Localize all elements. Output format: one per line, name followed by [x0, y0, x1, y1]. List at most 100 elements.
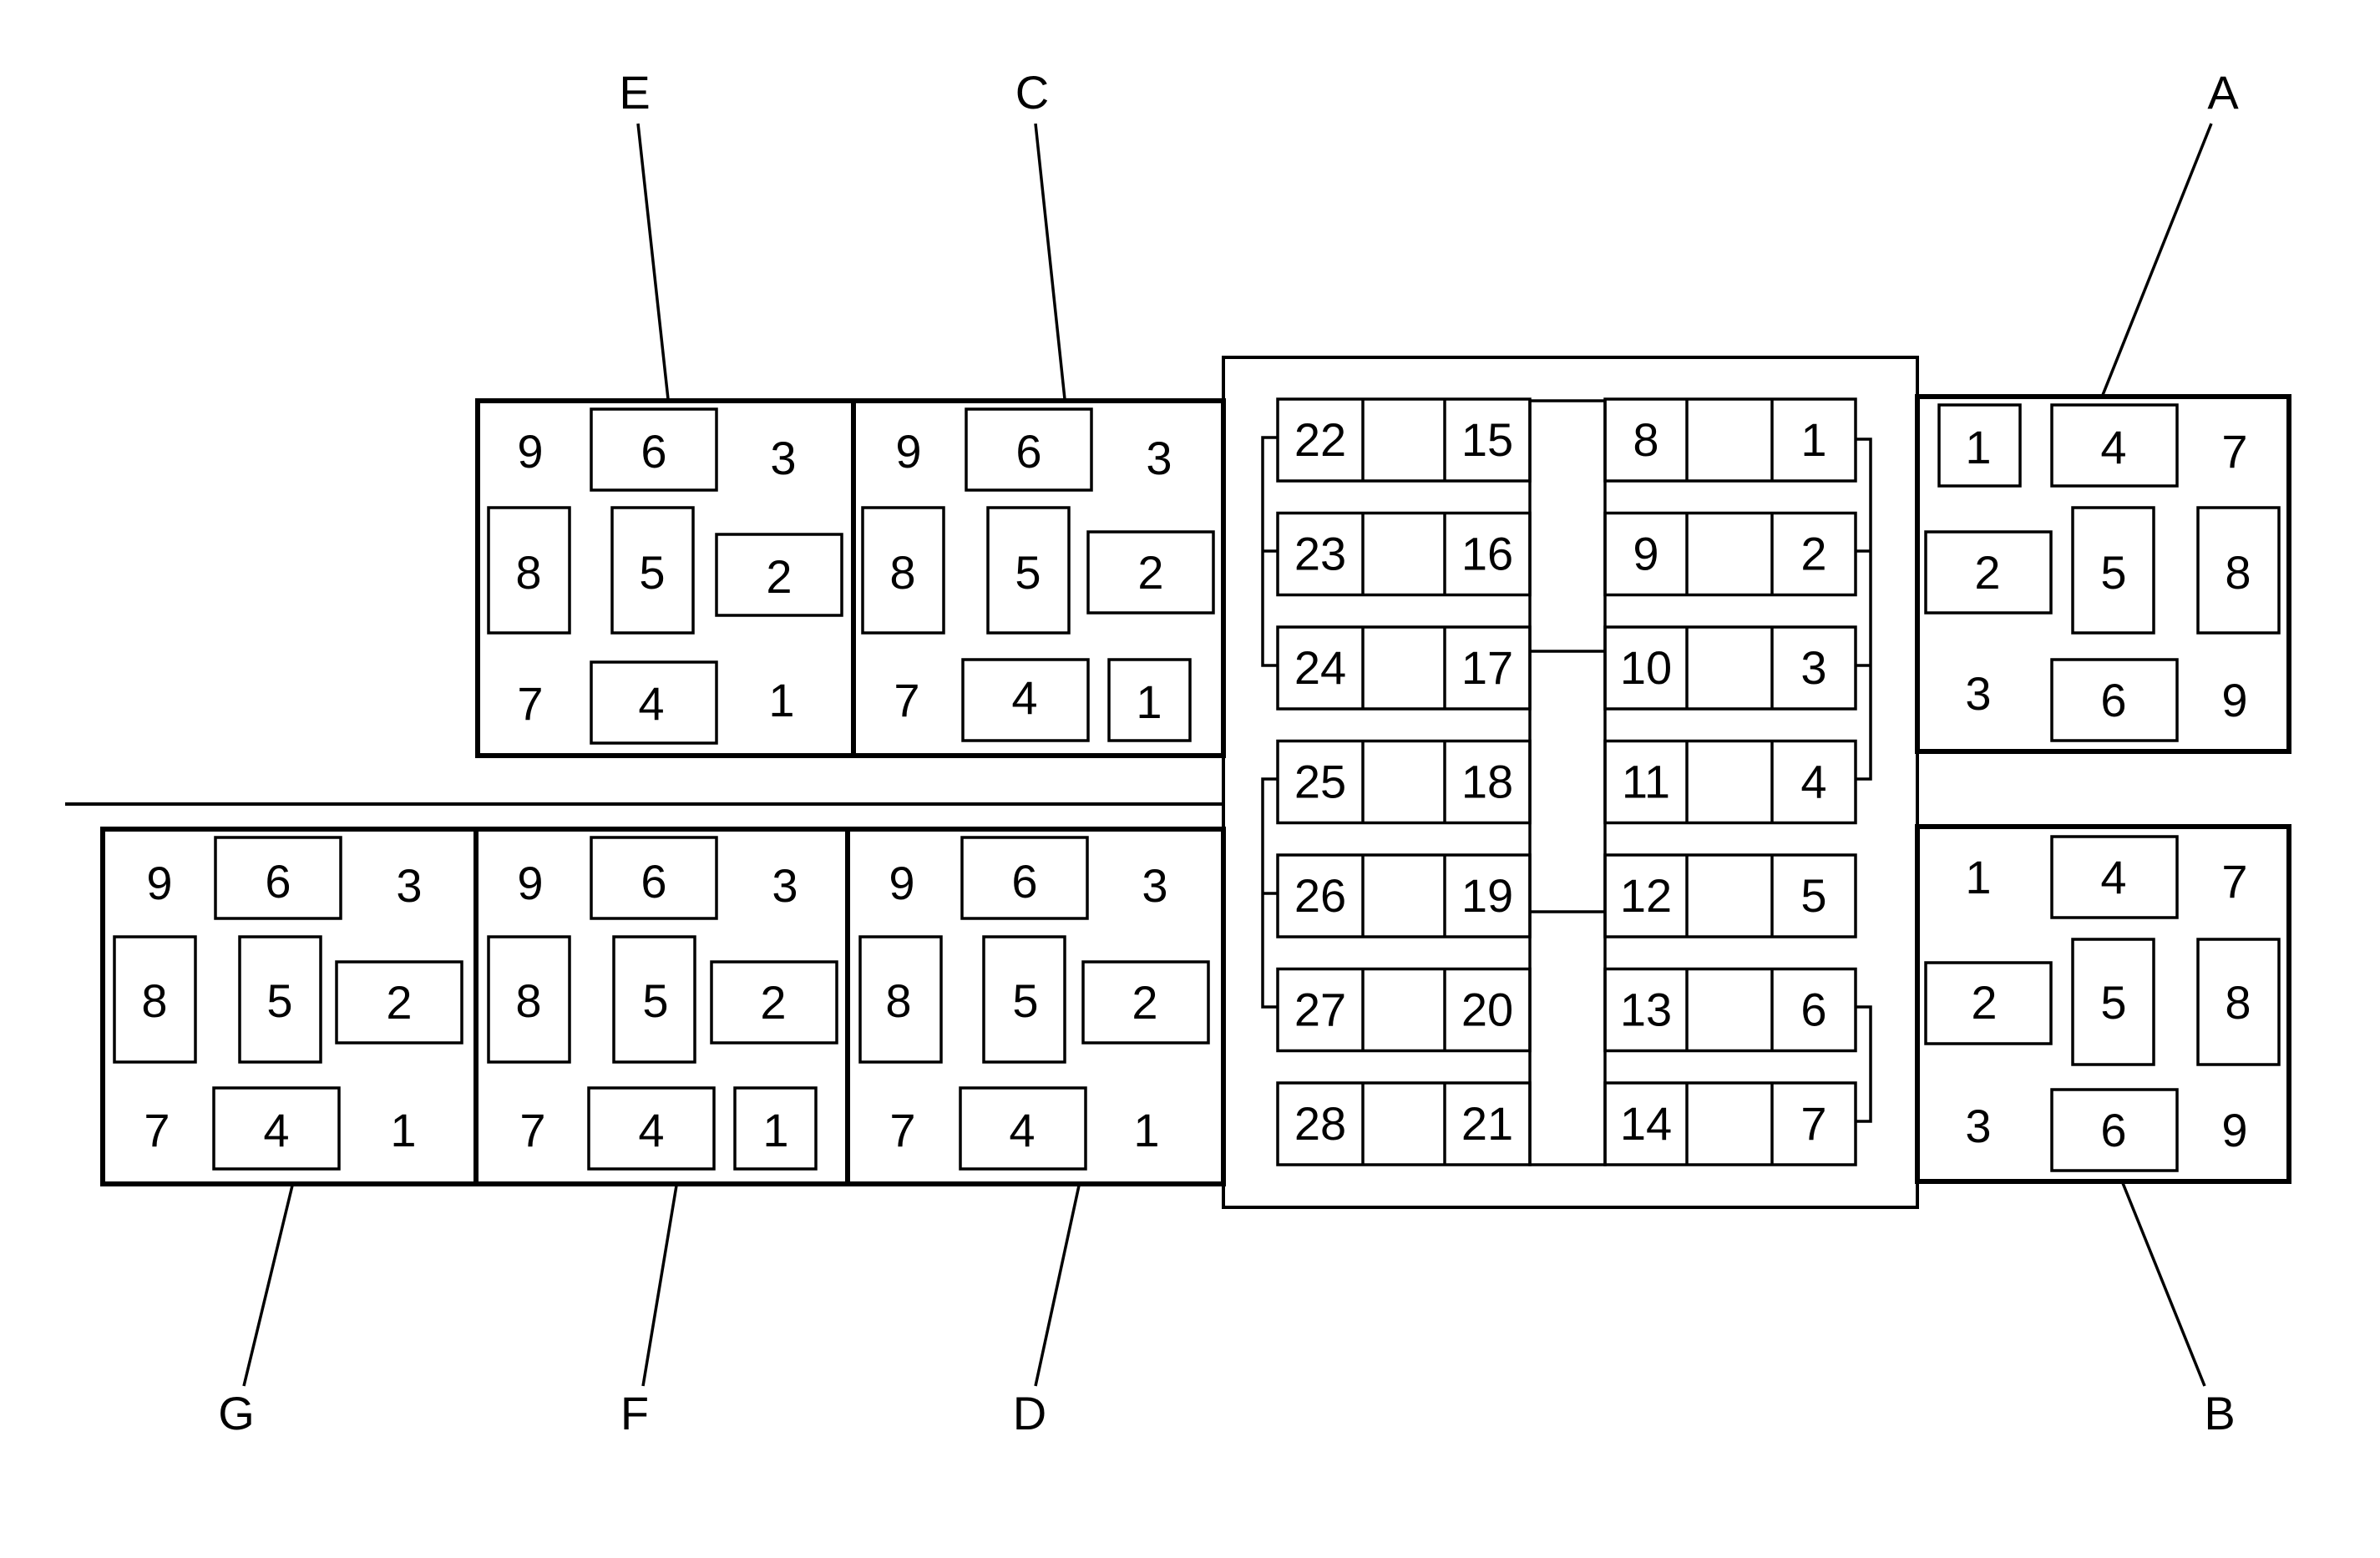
pin-label: 9 — [895, 425, 921, 478]
pin-box — [590, 836, 718, 920]
pin-box — [2071, 938, 2155, 1066]
pin-label: 8 — [889, 546, 915, 599]
pin-label: 7 — [1800, 1097, 1826, 1150]
pin-label: 9 — [517, 425, 543, 478]
pin-label: 3 — [772, 859, 798, 912]
right-pin-row: 10 3 — [1603, 625, 1857, 711]
pin-label: 4 — [638, 677, 664, 730]
pin-box — [1081, 960, 1210, 1045]
right-pin-row: 11 4 — [1603, 739, 1857, 825]
pin-label: 4 — [1800, 756, 1826, 808]
pin-label: 9 — [1633, 528, 1658, 580]
connector-block-e: 9 6 3 8 5 2 7 4 1 — [475, 398, 856, 758]
pin-label: 3 — [396, 859, 422, 912]
pin-label: 1 — [1136, 675, 1162, 728]
connector-block-c: 9 6 3 8 5 2 7 4 1 — [851, 398, 1226, 758]
pin-box — [612, 935, 696, 1064]
pin-label: 5 — [639, 546, 665, 599]
pin-label: 27 — [1294, 984, 1346, 1036]
pin-box — [2196, 506, 2281, 635]
pin-box — [733, 1086, 818, 1171]
pin-label: 1 — [1800, 413, 1826, 466]
pin-label: 8 — [515, 974, 541, 1027]
left-pin-row: 26 19 — [1276, 853, 1532, 938]
pin-label: 2 — [1800, 528, 1826, 580]
pin-label: 8 — [1633, 413, 1658, 466]
pin-label: 6 — [641, 855, 666, 908]
pin-box — [961, 658, 1090, 742]
pin-box — [1924, 530, 2053, 615]
right-pin-row: 12 5 — [1603, 853, 1857, 938]
pin-label: 8 — [2225, 546, 2251, 599]
pin-box — [965, 407, 1093, 492]
pin-label: 10 — [1620, 641, 1672, 694]
pin-label: 9 — [2221, 1104, 2247, 1156]
connector-block-b: 1 4 7 2 5 8 3 6 9 — [1915, 824, 2291, 1184]
callout-label-f: F — [620, 1387, 649, 1439]
pin-box — [861, 506, 945, 635]
pin-label: 4 — [1009, 1104, 1035, 1156]
pin-box — [2196, 938, 2281, 1066]
pin-label: 7 — [519, 1104, 545, 1156]
pin-label: 15 — [1461, 413, 1513, 466]
pin-label: 6 — [1015, 425, 1041, 478]
callout-label-g: G — [218, 1387, 255, 1439]
pin-label: 7 — [2221, 425, 2247, 478]
pin-label: 22 — [1294, 413, 1346, 466]
pin-label: 9 — [889, 857, 914, 909]
pin-label: 2 — [1137, 546, 1163, 599]
pin-label: 8 — [141, 974, 167, 1027]
pin-label: 7 — [517, 677, 543, 730]
pin-label: 20 — [1461, 984, 1513, 1036]
pin-label: 1 — [762, 1104, 788, 1156]
pin-label: 11 — [1622, 756, 1670, 808]
pin-box — [587, 1086, 716, 1171]
pin-label: 1 — [1965, 851, 1991, 903]
pin-box — [487, 506, 571, 635]
pin-label: 6 — [1800, 984, 1826, 1036]
pin-label: 5 — [1800, 869, 1826, 922]
pin-box — [986, 506, 1071, 635]
pin-box — [238, 935, 322, 1064]
pin-label: 2 — [766, 550, 792, 603]
pin-label: 14 — [1620, 1097, 1672, 1150]
pin-label: 3 — [1800, 641, 1826, 694]
pin-box — [1937, 403, 2022, 488]
pin-label: 1 — [390, 1104, 416, 1156]
pin-label: 18 — [1461, 756, 1513, 808]
connector-block-a: 1 4 7 2 5 8 3 6 9 — [1915, 394, 2291, 754]
pin-box — [590, 407, 718, 492]
pin-box — [214, 836, 342, 920]
pin-box — [982, 935, 1066, 1064]
pin-label: 19 — [1461, 869, 1513, 922]
pin-label: 1 — [1133, 1104, 1159, 1156]
pin-label: 7 — [894, 674, 919, 726]
pin-label: 2 — [1132, 976, 1157, 1029]
pin-box — [1924, 961, 2053, 1045]
left-pin-row: 27 20 — [1276, 967, 1532, 1053]
pin-label: 12 — [1620, 869, 1672, 922]
pin-label: 4 — [2100, 851, 2126, 903]
pin-box — [1086, 530, 1215, 615]
pin-label: 5 — [642, 974, 668, 1027]
pin-label: 8 — [885, 974, 911, 1027]
pin-box — [2071, 506, 2155, 635]
pin-label: 2 — [1971, 976, 1997, 1029]
pin-label: 3 — [770, 432, 796, 484]
pin-label: 7 — [144, 1104, 170, 1156]
pin-box — [2050, 835, 2179, 919]
pin-label: 26 — [1294, 869, 1346, 922]
pin-label: 3 — [1965, 1100, 1991, 1152]
pin-box — [2050, 1088, 2179, 1172]
pin-label: 16 — [1461, 528, 1513, 580]
pin-label: 5 — [1012, 974, 1038, 1027]
pin-label: 2 — [1974, 546, 2000, 599]
pin-label: 17 — [1461, 641, 1513, 694]
pin-label: 5 — [2100, 976, 2126, 1029]
